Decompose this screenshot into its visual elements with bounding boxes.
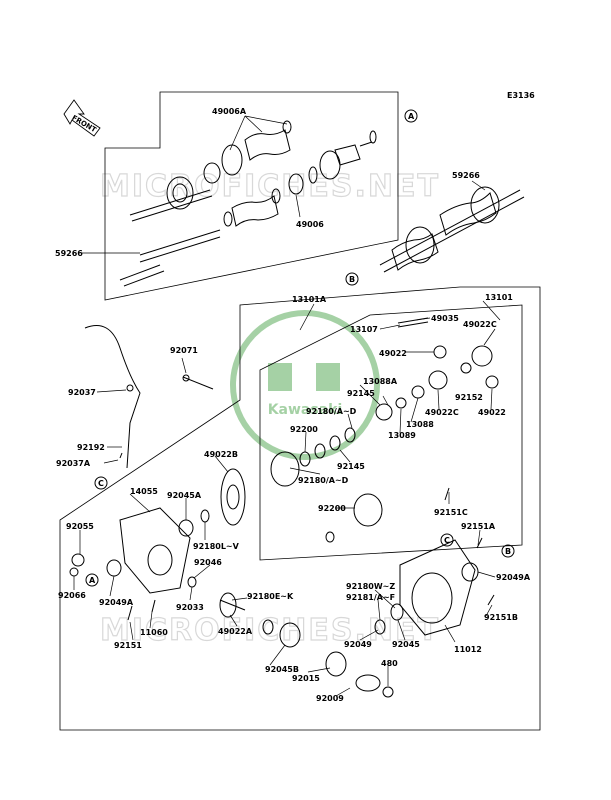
callout-b-top: B (345, 272, 359, 286)
part-label: 92045B (265, 665, 299, 674)
svg-text:C: C (98, 479, 104, 488)
front-arrow-icon: FRONT (63, 99, 101, 137)
leader-lines (73, 115, 501, 697)
part-label: 92152 (455, 393, 483, 402)
part-label: 59266 (55, 249, 83, 258)
part-label: 49006A (212, 107, 247, 116)
part-label: 92049 (344, 640, 372, 649)
svg-text:A: A (408, 112, 415, 121)
cable-assembly (84, 325, 214, 469)
part-label: 92045 (392, 640, 420, 649)
part-label: 92045A (167, 491, 202, 500)
part-label: 49022 (478, 408, 506, 417)
part-label: 13101 (485, 293, 513, 302)
part-label: 92049A (496, 573, 531, 582)
shaft-group-box (104, 91, 399, 301)
part-label: 92200 (290, 425, 318, 434)
part-label: 49022C (463, 320, 497, 329)
part-label: 49022 (379, 349, 407, 358)
part-label: 92200 (318, 504, 346, 513)
part-labels: 49006A 59266 49006 59266 13101A 13101 49… (55, 107, 531, 703)
part-label: 92033 (176, 603, 204, 612)
part-label: 92180L~V (193, 542, 240, 551)
part-label: 14055 (130, 487, 158, 496)
watermark-top: MICROFICHES.NET (100, 169, 440, 204)
part-label: 92049A (99, 598, 134, 607)
part-label: 49022B (204, 450, 238, 459)
logo-text: Kawasaki (268, 402, 343, 418)
part-label: 11060 (140, 628, 168, 637)
pinion-assembly (219, 592, 404, 698)
upper-drive-shaft (119, 120, 377, 287)
part-label: 11012 (454, 645, 482, 654)
part-label: 59266 (452, 171, 480, 180)
part-label: 92180/A~D (298, 476, 349, 485)
part-label: 92055 (66, 522, 94, 531)
part-label: 92180E~K (247, 592, 294, 601)
part-label: 49006 (296, 220, 324, 229)
callout-a-bottom: A (85, 573, 99, 587)
part-label: 92037A (56, 459, 91, 468)
callout-a-top: A (404, 109, 418, 123)
part-label: 13088A (363, 377, 398, 386)
part-label: 480 (381, 659, 398, 668)
part-label: 13101A (292, 295, 327, 304)
part-label: 92180/A~D (306, 407, 357, 416)
part-label: 92071 (170, 346, 198, 355)
watermark-bottom: MICROFICHES.NET (100, 613, 440, 648)
part-label: 13107 (350, 325, 378, 334)
part-label: 92066 (58, 591, 86, 600)
part-label: 49022C (425, 408, 459, 417)
part-label: 92151 (114, 641, 142, 650)
part-label: 92151C (434, 508, 468, 517)
svg-text:B: B (349, 275, 355, 284)
part-label: 92181/A~F (346, 593, 395, 602)
svg-text:A: A (89, 576, 96, 585)
part-label: 92180W~Z (346, 582, 395, 591)
callout-c-left: C (94, 476, 108, 490)
part-label: 92192 (77, 443, 105, 452)
callout-b-bottom: B (501, 544, 515, 558)
part-label: 13088 (406, 420, 434, 429)
part-label: 92009 (316, 694, 344, 703)
kawasaki-logo: Kawasaki (230, 310, 380, 460)
differential-gears (220, 317, 499, 543)
diagram-code: E3136 (507, 91, 535, 100)
svg-text:C: C (444, 536, 450, 545)
part-label: 92145 (337, 462, 365, 471)
part-label: 92145 (347, 389, 375, 398)
part-label: 92037 (68, 388, 96, 397)
part-label: 13089 (388, 431, 416, 440)
svg-text:B: B (505, 547, 511, 556)
right-housing (399, 487, 495, 636)
part-label: 92151B (484, 613, 518, 622)
callout-c-bottom: C (440, 533, 454, 547)
right-drive-shaft (379, 186, 525, 273)
part-label: 92015 (292, 674, 320, 683)
part-label: 92151A (461, 522, 496, 531)
differential-box (59, 286, 541, 731)
gear-subassembly-box (259, 304, 523, 561)
part-label: 49022A (218, 627, 253, 636)
part-label: 92046 (194, 558, 222, 567)
part-label: 49035 (431, 314, 459, 323)
